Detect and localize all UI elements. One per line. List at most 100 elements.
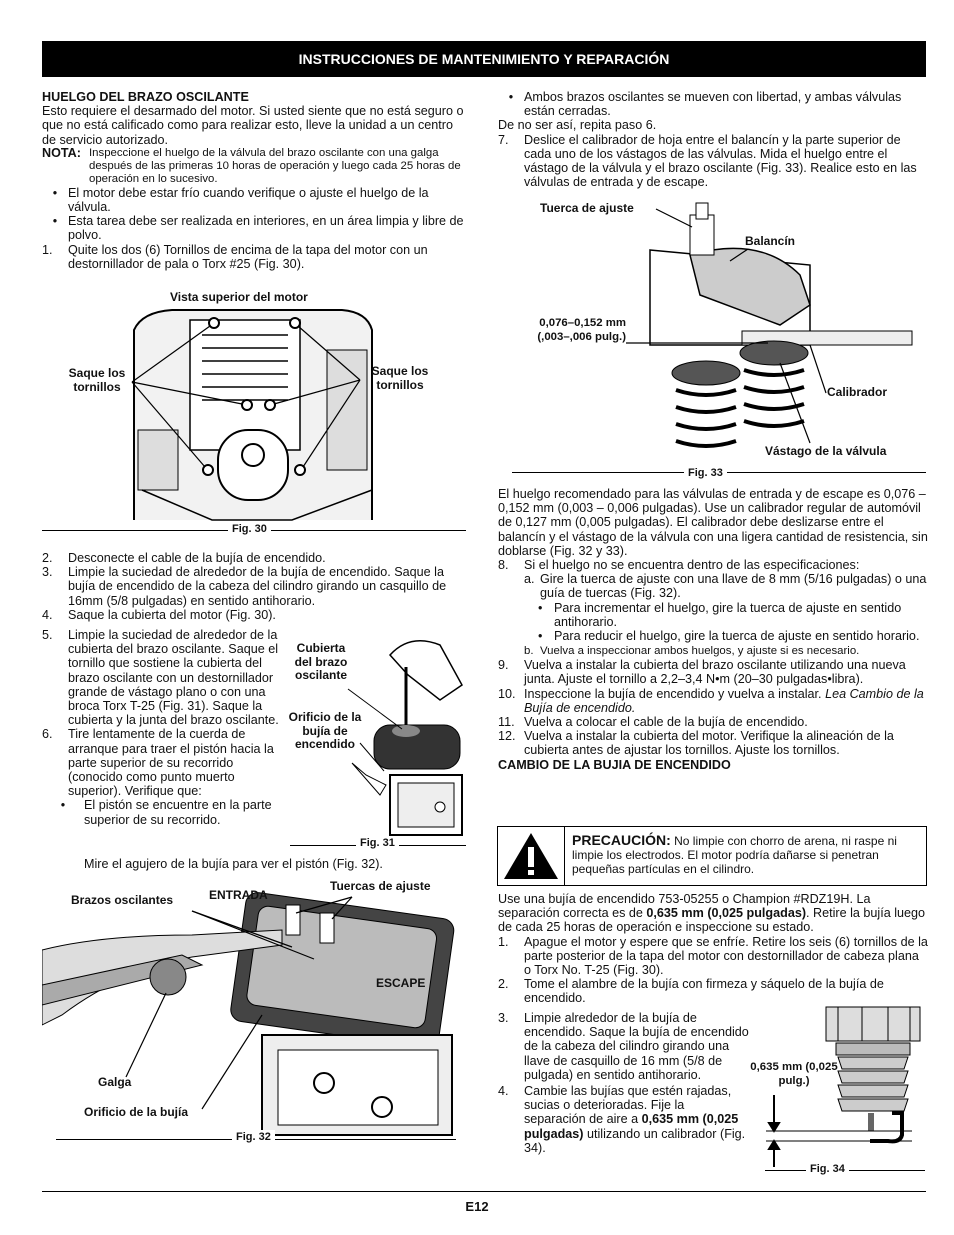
step-number: 4. xyxy=(498,1084,509,1099)
nota-label: NOTA: xyxy=(42,145,81,160)
left-steps: 2.Desconecte el cable de la bujía de enc… xyxy=(42,551,466,622)
caution-label: PRECAUCIÓN: xyxy=(572,832,671,848)
spark-step-3: 3. Limpie alrededor de la bujía de encend… xyxy=(498,1011,750,1082)
step-text: Vuelva a instalar la cubierta del motor.… xyxy=(524,729,894,758)
bullet-text: Para reducir el huelgo, gire la tuerca d… xyxy=(554,629,920,644)
spark-step-1: 1. Apague el motor y espere que se enfríe… xyxy=(498,935,928,978)
bullet-text: El motor debe estar frío cuando verifiqu… xyxy=(68,185,429,215)
bullet: •Ambos brazos oscilantes se mueven con l… xyxy=(498,90,928,118)
bullet-text: Para incrementar el huelgo, gire la tuer… xyxy=(554,600,902,629)
text: Use una bujía de encendido 753-05255 o C… xyxy=(498,892,871,921)
step-5: 5.Limpie la suciedad de alrededor de la … xyxy=(42,628,290,727)
text: . Retire la bujía luego de cada 25 horas… xyxy=(498,906,926,935)
step-text: Deslice el calibrador de hoja entre el b… xyxy=(524,132,917,190)
caution-text: PRECAUCIÓN: No limpie con chorro de aren… xyxy=(572,833,920,876)
text: Cambie las bujías que estén rajadas, suc… xyxy=(524,1084,732,1127)
step-number: 3. xyxy=(42,565,53,580)
spark-plug-intro: Use una bujía de encendido 753-05255 o C… xyxy=(498,892,928,935)
caution-box: PRECAUCIÓN: No limpie con chorro de aren… xyxy=(497,826,927,886)
bullet-text: Ambos brazos oscilantes se mueven con li… xyxy=(524,90,902,119)
figure-33: Tuerca de ajuste Balancín 0,076–0,152 mm… xyxy=(510,195,926,467)
step-text: Tome el alambre de la bujía con firmeza … xyxy=(524,977,884,1006)
recommended-gap-text: El huelgo recomendado para las válvulas … xyxy=(498,487,928,558)
step-number: b. xyxy=(524,645,534,658)
step-text: Apague el motor y espere que se enfríe. … xyxy=(524,934,928,978)
engine-top-view-illustration xyxy=(131,309,373,521)
step-6-tail: Mire el agujero de la bujía para ver el … xyxy=(84,857,383,871)
text-bold: 0,635 mm (0,025 pulgadas) xyxy=(524,1112,739,1141)
step-number: 1. xyxy=(498,934,509,949)
left-column: HUELGO DEL BRAZO OSCILANTE Esto requiere… xyxy=(42,90,466,271)
nota-block: NOTA: Inspeccione el huelgo de la válvul… xyxy=(42,145,466,186)
step-10: 10. Inspeccione la bujía de encendido y v… xyxy=(498,687,928,715)
figure-32: Brazos oscilantes ENTRADA Tuercas de aju… xyxy=(42,875,466,1145)
step-text: Desconecte el cable de la bujía de encen… xyxy=(68,551,326,565)
fig33-gauge-label: Calibrador xyxy=(827,385,888,399)
step-number: 9. xyxy=(498,658,509,673)
rocker-cover-illustration xyxy=(347,640,463,836)
nota-text: Inspeccione el huelgo de la válvula del … xyxy=(89,146,461,185)
step-text: Si el huelgo no se encuentra dentro de l… xyxy=(524,558,860,573)
step-2: 2.Desconecte el cable de la bujía de enc… xyxy=(42,551,466,565)
fig31-caption: Fig. 31 xyxy=(356,836,399,851)
spark-plug-illustration xyxy=(766,1006,921,1167)
step-text: Vuelva a inspeccionar ambos huelgos, y a… xyxy=(540,645,860,658)
step-7: 7. Deslice el calibrador de hoja entre el… xyxy=(498,133,928,190)
step-number: 8. xyxy=(498,558,509,573)
step-number: 10. xyxy=(498,686,516,701)
fig33-caption: Fig. 33 xyxy=(684,466,727,481)
fig33-gap-label: 0,076–0,152 mm (,003–,006 pulg.) xyxy=(537,317,626,343)
bullet-text: El pistón se encuentre en la parte super… xyxy=(84,798,272,827)
right-column-bottom: Use una bujía de encendido 753-05255 o C… xyxy=(498,892,928,1006)
step-text: Vuelva a instalar la cubierta del brazo … xyxy=(524,658,906,687)
fig32-hole-label: Orificio de la bujía xyxy=(84,1105,189,1119)
fig32-caption: Fig. 32 xyxy=(232,1130,275,1145)
intro-text: Esto requiere el desarmado del motor. Si… xyxy=(42,104,464,147)
fig31-cover-label: Cubierta del brazo oscilante xyxy=(294,641,348,682)
step-8a-bullet: •Para incrementar el huelgo, gire la tue… xyxy=(498,601,928,629)
step-text: Limpie la suciedad de alrededor de la bu… xyxy=(68,565,447,608)
bullet: •El motor debe estar frío cuando verifiq… xyxy=(42,186,466,214)
spark-step-4: 4. Cambie las bujías que estén rajadas, s… xyxy=(498,1084,750,1155)
step-text: Tire lentamente de la cuerda de arranque… xyxy=(68,727,274,799)
text-bold: 0,635 mm (0,025 pulgadas) xyxy=(646,906,807,921)
step-text: Gire la tuerca de ajuste con una llave d… xyxy=(540,572,927,601)
step-number: 1. xyxy=(42,242,53,257)
step-6-bullet: •El pistón se encuentre en la parte supe… xyxy=(42,798,290,826)
step-number: 3. xyxy=(498,1011,509,1025)
right-column-mid: El huelgo recomendado para las válvulas … xyxy=(498,487,928,772)
section-header: INSTRUCCIONES DE MANTENIMIENTO Y REPARAC… xyxy=(42,41,926,77)
bullet-text: Esta tarea debe ser realizada en interio… xyxy=(68,214,464,243)
step-number: 4. xyxy=(42,607,53,622)
step-8a: a. Gire la tuerca de ajuste con una llave… xyxy=(498,572,928,600)
fig32-arms-label: Brazos oscilantes xyxy=(71,893,174,907)
page-number: E12 xyxy=(465,1199,489,1214)
heading-spark-plug: CAMBIO DE LA BUJIA DE ENCENDIDO xyxy=(498,757,731,772)
step-number: a. xyxy=(524,572,535,587)
fig32-nuts-label: Tuercas de ajuste xyxy=(330,879,431,893)
bullet: •Esta tarea debe ser realizada en interi… xyxy=(42,214,466,242)
caution-body: No limpie con chorro de arena, ni raspe … xyxy=(572,834,897,876)
fig30-right-label: Saque los tornillos xyxy=(371,364,429,392)
step-9: 9. Vuelva a instalar la cubierta del braz… xyxy=(498,658,928,686)
fig32-entrada-label: ENTRADA xyxy=(209,888,268,902)
figure-30: Vista superior del motor Saque los torni… xyxy=(42,290,466,530)
step-3: 3. Limpie la suciedad de alrededor de la … xyxy=(42,565,466,608)
step-8b: b. Vuelva a inspeccionar ambos huelgos, y… xyxy=(498,645,928,658)
warning-icon xyxy=(498,827,565,885)
step-text: Inspeccione la bujía de encendido y vuel… xyxy=(524,686,822,701)
step-number: 7. xyxy=(498,132,509,147)
step-text: Vuelva a colocar el cable de la bujía de… xyxy=(524,715,808,730)
fig30-left-label: Saque los tornillos xyxy=(68,366,126,394)
figure-31: Cubierta del brazo oscilante Orificio de… xyxy=(289,625,466,843)
figure-34: 0,635 mm (0,025 pulg.) xyxy=(742,995,926,1169)
step-1: 1. Quite los dos (6) Tornillos de encima … xyxy=(42,243,466,271)
fig32-galga-label: Galga xyxy=(98,1075,132,1089)
step-number: 11. xyxy=(498,715,515,730)
step-text: Quite los dos (6) Tornillos de encima de… xyxy=(68,242,428,271)
footer-rule xyxy=(42,1191,926,1192)
step-8: 8. Si el huelgo no se encuentra dentro de… xyxy=(498,558,928,572)
step-text: Limpie alrededor de la bujía de encendid… xyxy=(524,1011,749,1082)
step-number: 5. xyxy=(42,628,53,642)
fig34-gap-label: 0,635 mm (0,025 pulg.) xyxy=(750,1061,838,1087)
